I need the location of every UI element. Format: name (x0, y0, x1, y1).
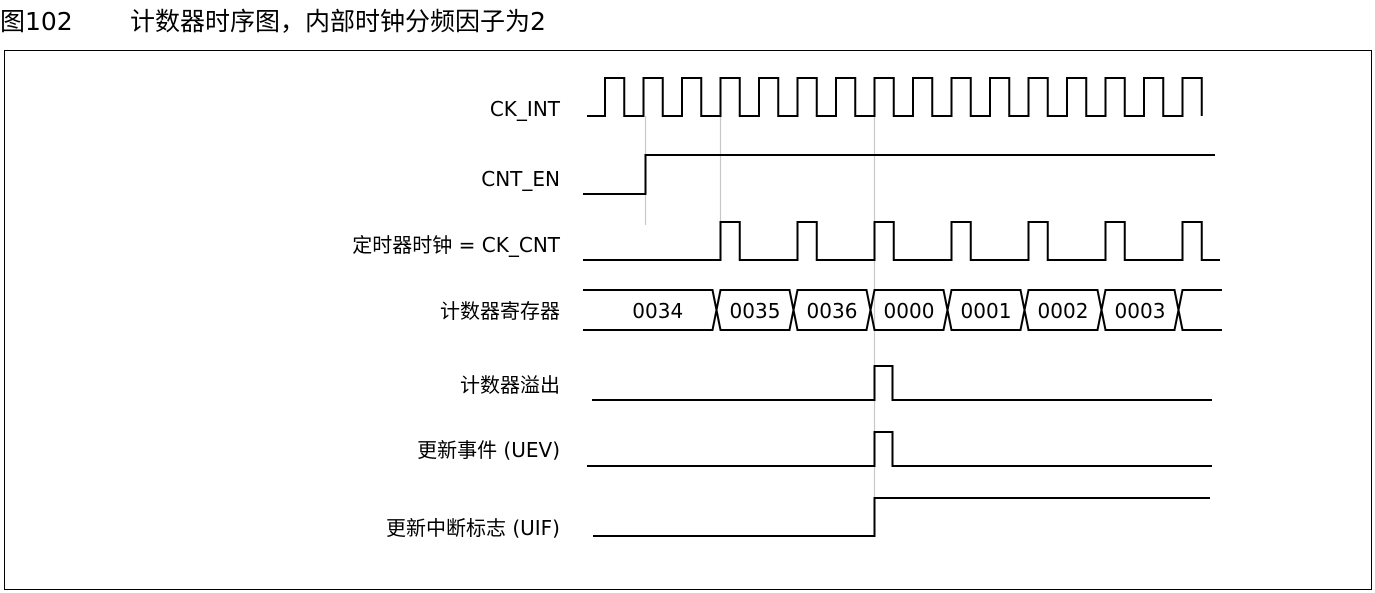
label-cnt-en: CNT_EN (481, 167, 560, 191)
figure-number: 图102 (0, 7, 73, 36)
counter-segment-next (1177, 289, 1222, 331)
counter-value: 0035 (730, 299, 781, 323)
counter-overflow-wave (592, 365, 1212, 401)
update-event-wave (587, 431, 1212, 467)
label-ck-int: CK_INT (490, 97, 561, 121)
update-interrupt-flag-wave (593, 497, 1210, 537)
label-counter-register: 计数器寄存器 (440, 299, 560, 323)
counter-value: 0001 (961, 299, 1012, 323)
figure-caption: 计数器时序图，内部时钟分频因子为2 (130, 7, 546, 36)
ck-cnt-wave (583, 221, 1220, 261)
figure-title: 图102 计数器时序图，内部时钟分频因子为2 (0, 2, 546, 38)
diagram-frame (4, 50, 1372, 590)
label-ck-cnt: 定时器时钟 = CK_CNT (352, 233, 560, 257)
cnt-en-wave (583, 154, 1215, 195)
counter-value: 0000 (884, 299, 935, 323)
ck-int-wave (587, 77, 1203, 117)
label-counter-overflow: 计数器溢出 (460, 373, 560, 397)
counter-value: 0036 (807, 299, 858, 323)
counter-value: 0003 (1115, 299, 1166, 323)
label-update-event: 更新事件 (UEV) (417, 438, 560, 462)
counter-value: 0034 (632, 299, 683, 323)
label-update-interrupt-flag: 更新中断标志 (UIF) (386, 516, 560, 540)
counter-value: 0002 (1038, 299, 1089, 323)
